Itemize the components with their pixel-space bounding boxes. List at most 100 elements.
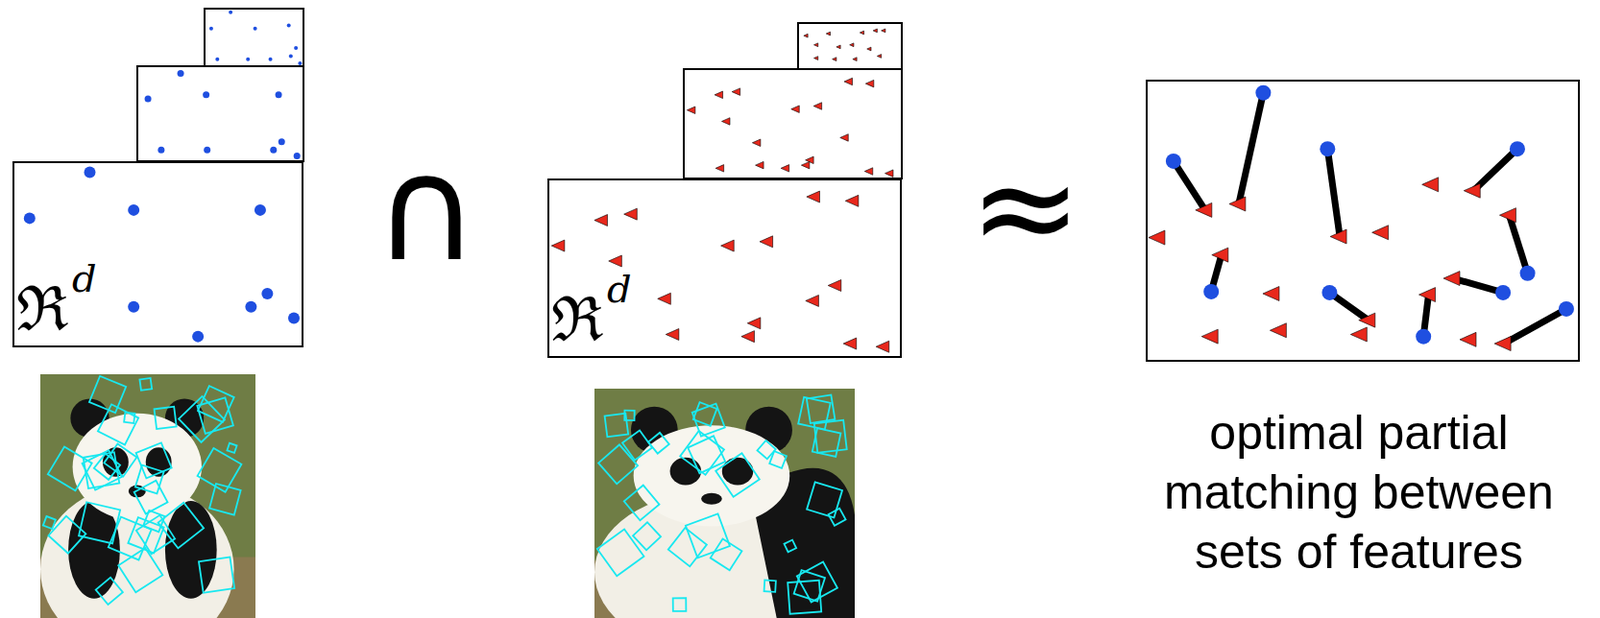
feature-point bbox=[755, 161, 765, 170]
feature-point bbox=[814, 56, 819, 61]
feature-point bbox=[594, 215, 608, 227]
feature-point bbox=[202, 91, 210, 98]
feature-point bbox=[1422, 177, 1439, 193]
feature-point bbox=[751, 139, 761, 147]
feature-point bbox=[843, 338, 857, 350]
feature-point bbox=[209, 26, 214, 31]
feature-point bbox=[741, 331, 755, 343]
feature-point bbox=[1201, 329, 1218, 344]
caption-text: optimal partial matching between sets of… bbox=[1131, 403, 1587, 582]
feature-point bbox=[1262, 287, 1280, 302]
feature-point bbox=[1148, 230, 1165, 245]
feature-point bbox=[800, 161, 810, 170]
feature-point bbox=[836, 45, 841, 49]
feature-point bbox=[780, 165, 790, 173]
feature-space-box bbox=[137, 66, 304, 162]
feature-space-box bbox=[798, 23, 902, 70]
feature-point bbox=[1558, 301, 1575, 317]
feature-point bbox=[759, 236, 774, 248]
feature-point bbox=[278, 138, 286, 146]
panda-photo bbox=[40, 374, 256, 618]
feature-point bbox=[254, 204, 267, 217]
feature-point bbox=[1415, 329, 1431, 345]
feature-point bbox=[657, 292, 672, 305]
feature-point bbox=[293, 46, 298, 50]
feature-point bbox=[1350, 327, 1367, 342]
feature-point bbox=[624, 208, 638, 220]
feature-point bbox=[665, 329, 679, 341]
feature-point bbox=[268, 57, 273, 62]
feature-space-box bbox=[683, 69, 902, 179]
feature-point bbox=[275, 91, 283, 98]
feature-point bbox=[865, 79, 874, 88]
feature-point bbox=[814, 43, 819, 48]
space-symbol: ℜ bbox=[16, 278, 69, 340]
match-line bbox=[1238, 93, 1264, 205]
match-line bbox=[1503, 309, 1567, 344]
feature-point bbox=[1330, 229, 1347, 244]
feature-point bbox=[827, 280, 842, 292]
feature-point bbox=[881, 28, 886, 33]
operator-symbol: ≈ bbox=[969, 140, 1082, 275]
match-line bbox=[1508, 215, 1528, 274]
feature-point bbox=[1520, 266, 1536, 282]
feature-space-box: ℜd bbox=[12, 161, 304, 348]
feature-point bbox=[844, 77, 853, 86]
feature-point bbox=[791, 105, 800, 114]
feature-point bbox=[1358, 313, 1376, 328]
feature-point bbox=[1372, 225, 1389, 241]
feature-point bbox=[852, 57, 857, 62]
feature-point bbox=[803, 33, 808, 38]
feature-point bbox=[1463, 183, 1480, 198]
space-symbol: ℜ bbox=[551, 289, 604, 351]
feature-point bbox=[1269, 323, 1286, 339]
feature-point bbox=[157, 146, 165, 154]
feature-point bbox=[840, 134, 849, 143]
feature-point bbox=[1443, 271, 1460, 287]
feature-point bbox=[849, 43, 854, 48]
match-line bbox=[1173, 161, 1206, 211]
feature-point bbox=[145, 96, 152, 103]
feature-point bbox=[714, 91, 724, 99]
feature-point bbox=[1319, 141, 1335, 157]
feature-space-box bbox=[204, 8, 304, 67]
feature-point bbox=[127, 204, 140, 217]
feature-point bbox=[289, 53, 293, 58]
panda-photo bbox=[594, 388, 855, 618]
feature-point bbox=[245, 57, 250, 62]
match-line bbox=[1327, 148, 1340, 237]
feature-point bbox=[287, 24, 291, 28]
feature-point bbox=[228, 10, 233, 15]
dimension-superscript: d bbox=[606, 269, 632, 309]
feature-point bbox=[551, 240, 565, 252]
feature-point bbox=[832, 57, 837, 62]
feature-point bbox=[269, 146, 277, 154]
feature-point bbox=[805, 294, 820, 307]
feature-point bbox=[731, 88, 741, 97]
feature-point bbox=[1499, 208, 1516, 223]
feature-point bbox=[1203, 284, 1219, 300]
feature-space-box bbox=[1146, 80, 1579, 362]
feature-point bbox=[215, 57, 219, 62]
feature-point bbox=[261, 288, 273, 300]
feature-point bbox=[244, 301, 257, 314]
feature-point bbox=[859, 30, 864, 35]
feature-point bbox=[747, 317, 761, 330]
feature-point bbox=[1419, 288, 1436, 303]
feature-point bbox=[722, 118, 731, 126]
feature-point bbox=[1255, 85, 1271, 101]
feature-point bbox=[1321, 285, 1337, 301]
feature-point bbox=[867, 47, 872, 51]
feature-point bbox=[885, 169, 895, 178]
dimension-superscript: d bbox=[72, 259, 97, 298]
feature-point bbox=[721, 240, 735, 252]
feature-point bbox=[686, 106, 696, 115]
feature-point bbox=[192, 331, 204, 343]
feature-point bbox=[1195, 202, 1213, 218]
feature-point bbox=[203, 146, 211, 154]
feature-point bbox=[127, 301, 140, 314]
feature-point bbox=[24, 212, 36, 224]
feature-point bbox=[1229, 196, 1246, 212]
feature-point bbox=[813, 102, 823, 111]
feature-space-box: ℜd bbox=[547, 178, 902, 359]
